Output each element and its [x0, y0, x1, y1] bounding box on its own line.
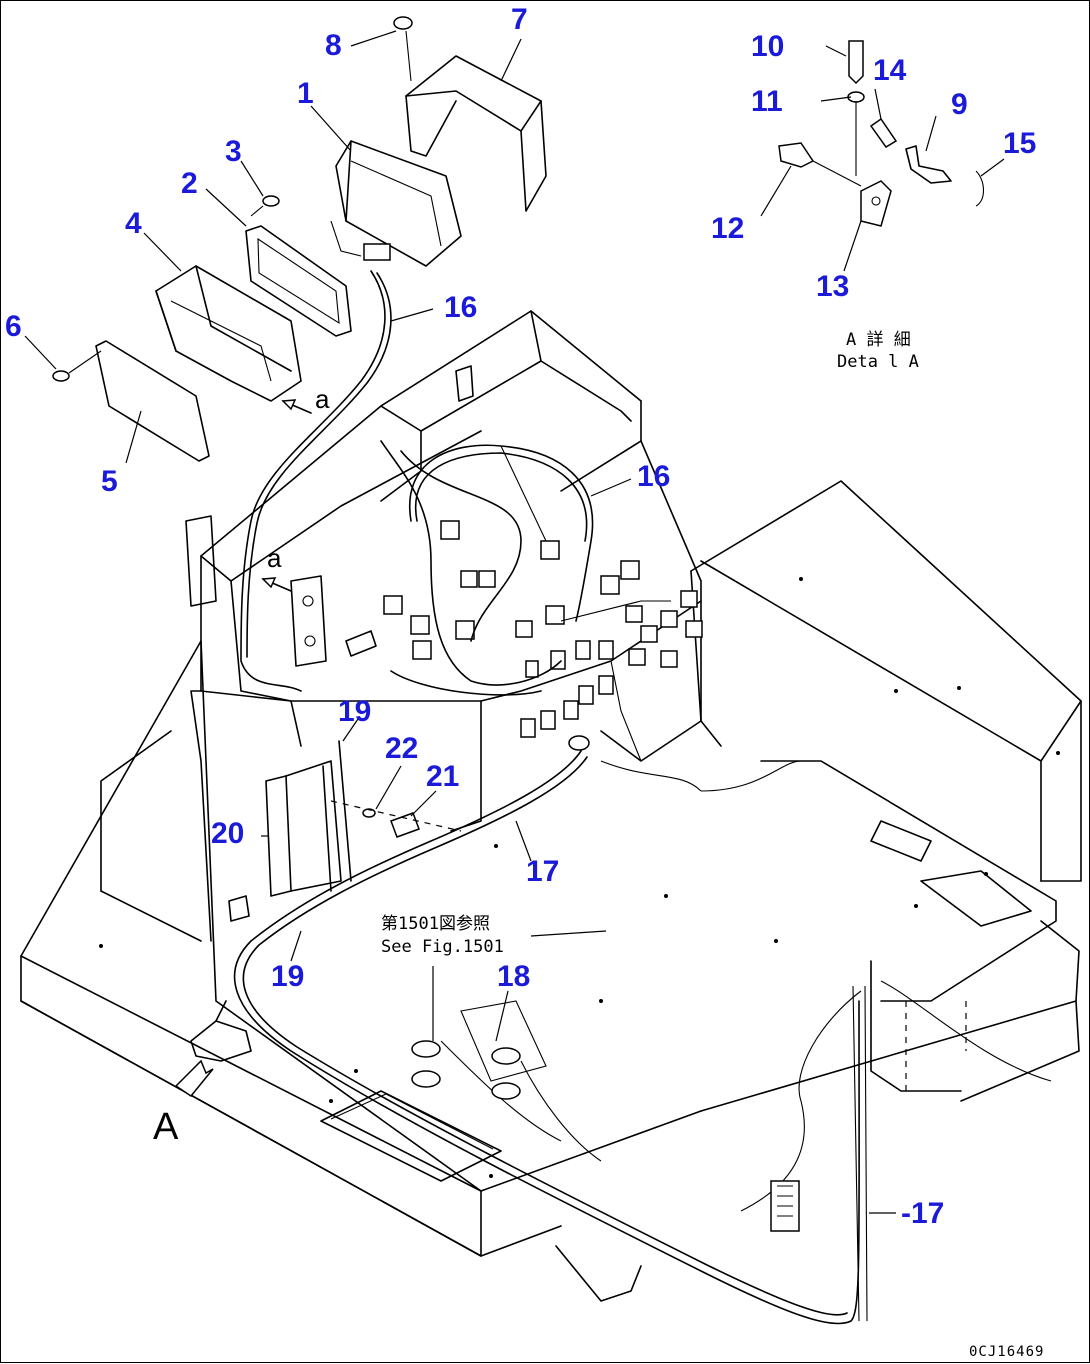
callout-17-upper: 17 — [526, 855, 559, 888]
reference-note-jp: 第1501図参照 — [381, 914, 490, 934]
callout-9: 9 — [951, 88, 968, 121]
view-letter-a-upper: a — [315, 384, 330, 414]
callout-16-upper: 16 — [444, 291, 477, 324]
callout-2: 2 — [181, 167, 198, 200]
callout-19-upper: 19 — [338, 695, 371, 728]
exploded-monitor — [52, 16, 547, 462]
callout-21: 21 — [426, 760, 459, 793]
callout-10: 10 — [751, 30, 784, 63]
fixing-dots — [99, 577, 1060, 1178]
callout-15: 15 — [1003, 127, 1036, 160]
connectors — [383, 520, 703, 751]
sensors-18 — [411, 1000, 547, 1100]
callout-1: 1 — [297, 77, 314, 110]
detail-a-parts — [778, 40, 985, 227]
annotations: A 詳 細 Deta l A 第1501図参照 See Fig.1501 a a… — [153, 330, 1044, 1360]
callout-4: 4 — [125, 207, 142, 240]
callout-13: 13 — [816, 270, 849, 303]
callout-11: 11 — [751, 85, 783, 118]
callout-5: 5 — [101, 465, 118, 498]
callouts: 1 2 3 4 5 6 7 8 9 10 11 12 13 14 15 16 1… — [5, 3, 1036, 1230]
callout-6: 6 — [5, 310, 22, 343]
callout-8: 8 — [325, 29, 342, 62]
bracket-a — [174, 1000, 252, 1098]
view-letter-a-lower: a — [267, 543, 282, 573]
harness-17 — [233, 750, 1052, 1325]
callout-3: 3 — [225, 135, 242, 168]
harness-16 — [240, 270, 671, 696]
callout-20: 20 — [211, 817, 244, 850]
callout-17-lower: -17 — [901, 1197, 944, 1230]
callout-14: 14 — [873, 54, 907, 87]
callout-19-lower: 19 — [271, 960, 304, 993]
leader-lines — [24, 30, 1005, 1214]
reference-note-en: See Fig.1501 — [381, 937, 504, 957]
callout-16-lower: 16 — [637, 460, 670, 493]
callout-18: 18 — [497, 960, 530, 993]
detail-note-jp: A 詳 細 — [846, 330, 911, 350]
floor-frame — [20, 480, 1082, 1302]
callout-7: 7 — [511, 3, 528, 36]
detail-note-en: Deta l A — [837, 352, 919, 372]
arrow-a-lower — [261, 577, 292, 592]
bracket-20 — [228, 740, 462, 922]
view-letter-A: A — [153, 1106, 179, 1148]
drawing-code: 0CJ16469 — [969, 1344, 1044, 1360]
control-box — [185, 310, 702, 942]
callout-22: 22 — [385, 732, 418, 765]
callout-12: 12 — [711, 212, 744, 245]
